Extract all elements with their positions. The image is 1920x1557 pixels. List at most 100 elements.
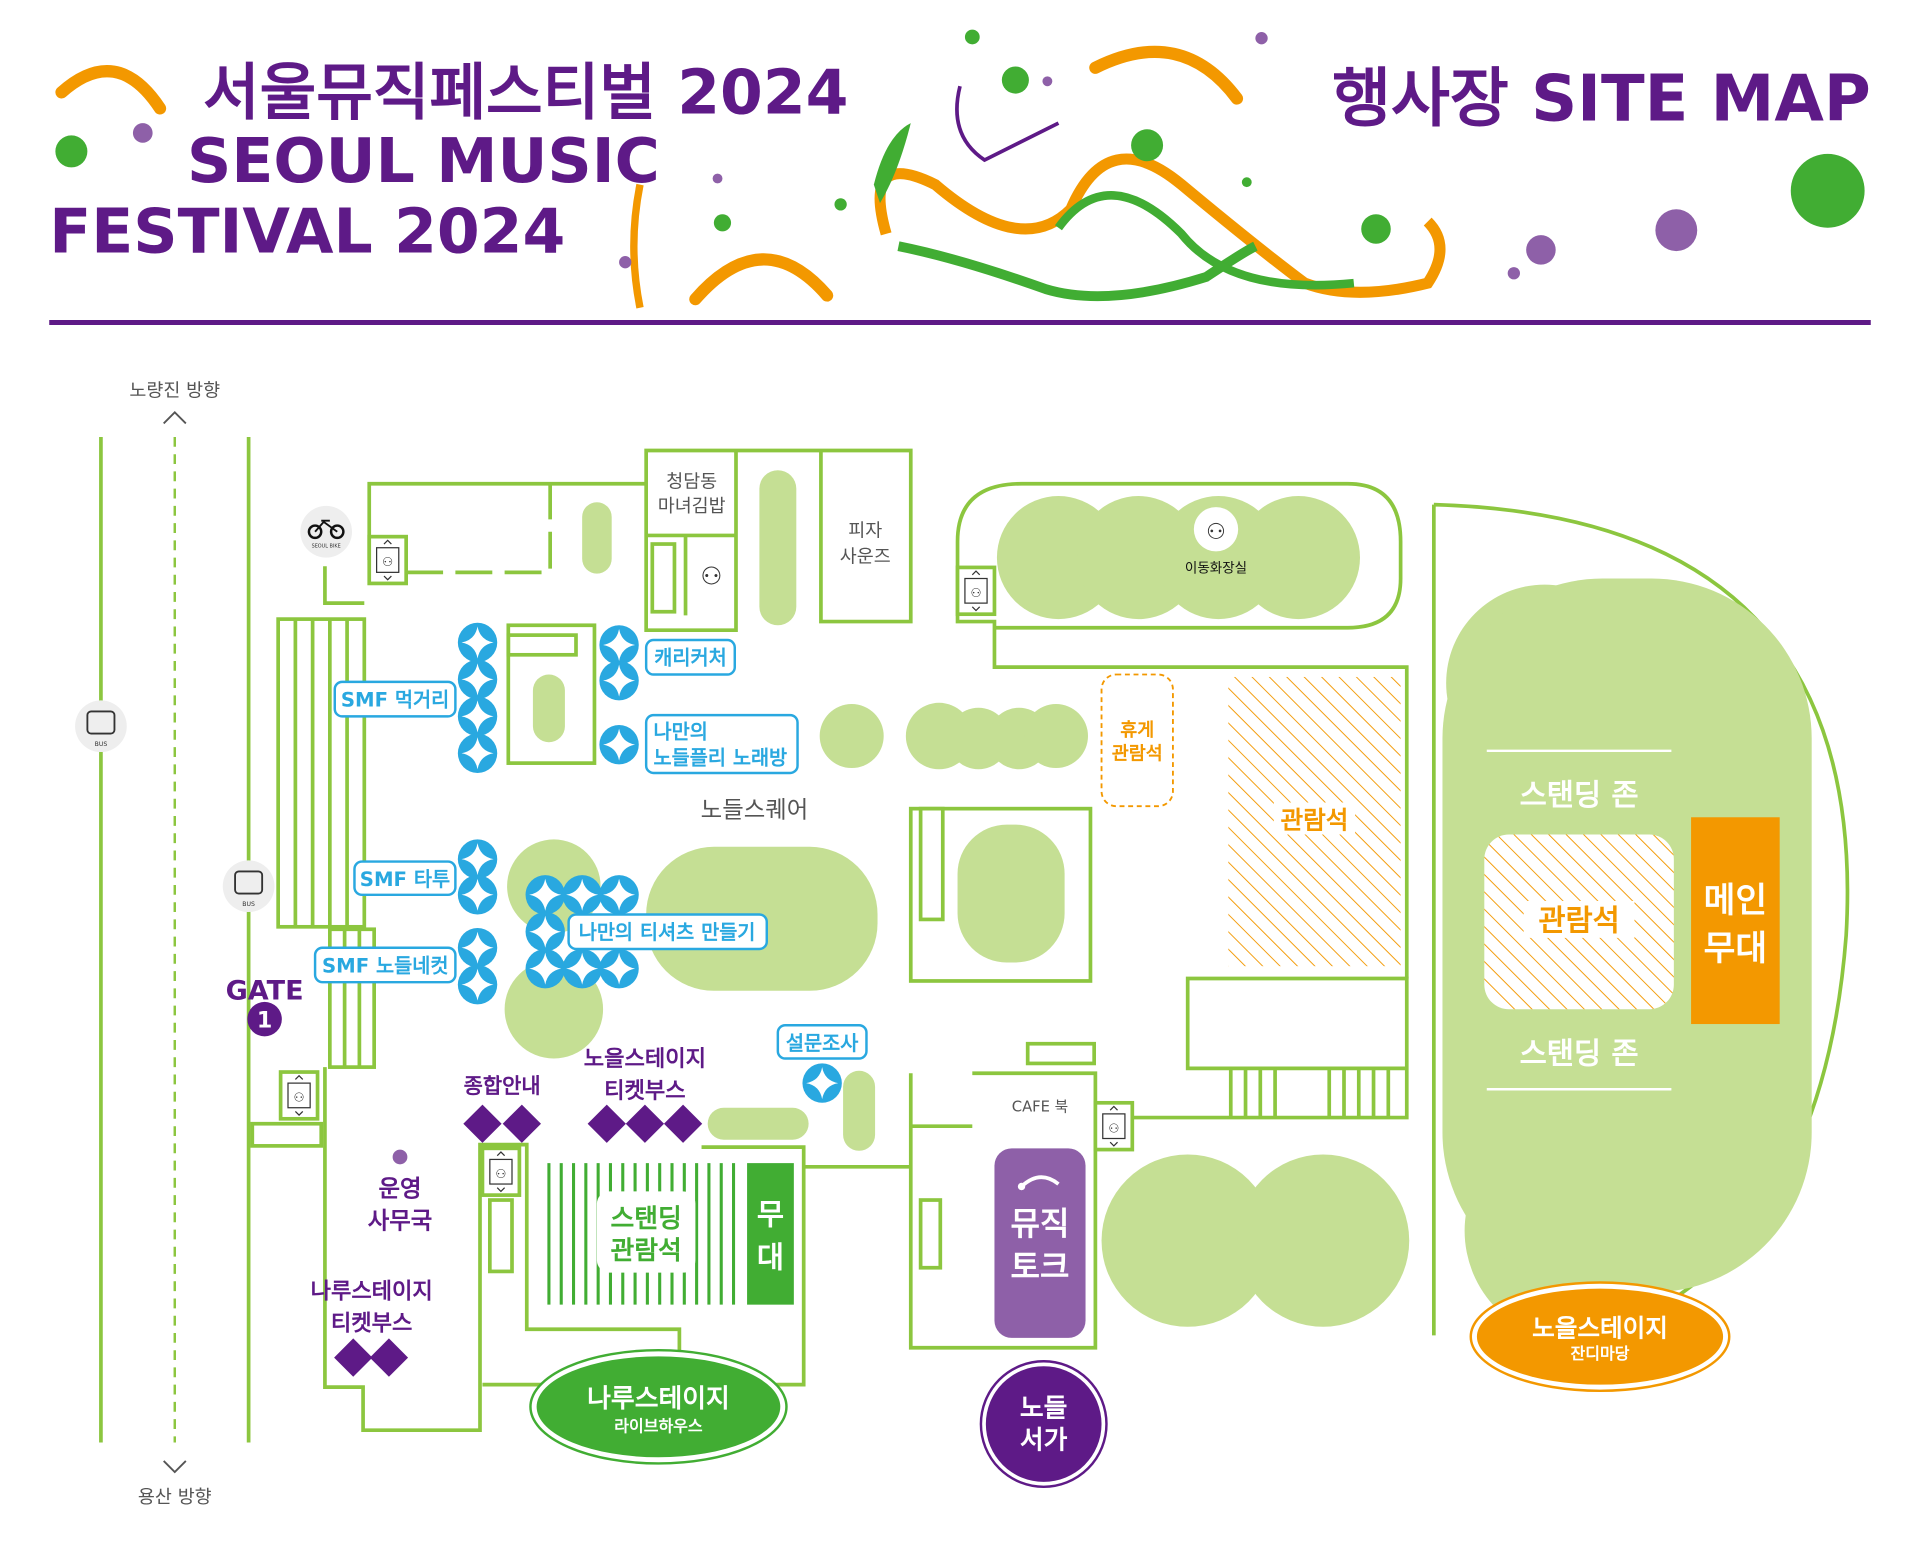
svg-text:캐리커처: 캐리커처 [654, 647, 726, 670]
svg-text:나만의 티셔츠 만들기: 나만의 티셔츠 만들기 [579, 921, 756, 944]
arrow-up-icon [163, 411, 187, 425]
star-booth-icon [525, 912, 565, 952]
naru-standing-label-2: 관람석 [611, 1236, 682, 1266]
main-seating: 관람석 [1484, 834, 1674, 1010]
diamond-icon [625, 1104, 665, 1143]
svg-text:잔디마당: 잔디마당 [1571, 1344, 1630, 1363]
festival-title-ko: 서울뮤직페스티벌 2024 [203, 56, 848, 128]
bus-stop-icon[interactable]: BUS [75, 700, 127, 753]
direction-south: 용산 방향 [138, 1487, 212, 1508]
booth-tattoo[interactable]: SMF 타투 [353, 860, 457, 897]
noeul-ticket-label-1: 노을스테이지 [584, 1046, 706, 1072]
svg-text:관람석: 관람석 [1538, 903, 1619, 937]
road [99, 411, 251, 1474]
standing-zone-top: 스탠딩 존 [1520, 778, 1639, 812]
bus-stop-icon[interactable]: BUS [222, 860, 275, 913]
svg-text:SMF 타투: SMF 타투 [360, 868, 450, 891]
kimbap-label-1: 청담동 [666, 471, 717, 492]
elevator-icon[interactable] [278, 1070, 320, 1121]
svg-text:BUS: BUS [242, 901, 255, 908]
svg-text:노들: 노들 [1020, 1394, 1068, 1424]
booth-photo[interactable]: SMF 노들네컷 [313, 946, 457, 984]
star-booth-icon [457, 928, 498, 968]
rest-seats-area: 휴게 관람석 [1100, 673, 1174, 808]
elevator-icon[interactable] [955, 565, 997, 617]
main-stage: 메인 무대 [1691, 817, 1780, 1025]
svg-text:BUS: BUS [95, 741, 108, 748]
svg-text:대: 대 [757, 1241, 784, 1275]
star-booth-icon [457, 839, 498, 879]
star-booth-icon [599, 948, 639, 989]
booth-food[interactable]: SMF 먹거리 [333, 680, 457, 718]
star-booth-icon [457, 733, 498, 773]
general-info-label: 종합안내 [464, 1074, 541, 1098]
star-booth-icon [525, 948, 565, 989]
seoul-bike-icon[interactable]: SEOUL BIKE [300, 505, 352, 558]
svg-text:설문조사: 설문조사 [786, 1032, 858, 1055]
naru-ticket-label-2: 티켓부스 [331, 1310, 412, 1336]
star-booth-icon [599, 660, 639, 701]
star-booth-icon [599, 724, 639, 765]
star-booth-icon [599, 625, 639, 665]
seating-area: 관람석 [1228, 676, 1401, 967]
svg-text:나만의: 나만의 [654, 720, 708, 743]
svg-text:메인: 메인 [1704, 881, 1767, 921]
restroom-icon[interactable]: ⚇ [1193, 507, 1239, 552]
elevator-icon[interactable] [1093, 1100, 1135, 1152]
nodeul-bookshelf[interactable]: 노들 서가 [979, 1360, 1108, 1489]
mobile-toilet-label: 이동화장실 [1185, 560, 1247, 576]
office-label-1: 운영 [378, 1174, 421, 1202]
svg-text:SMF 노들네컷: SMF 노들네컷 [322, 954, 449, 977]
naru-stage: 무 대 [747, 1163, 794, 1305]
booth-caricature[interactable]: 캐리커처 [644, 638, 736, 676]
svg-text:노들플리 노래방: 노들플리 노래방 [654, 746, 788, 769]
svg-text:관람석: 관람석 [1281, 805, 1349, 834]
svg-text:SEOUL BIKE: SEOUL BIKE [312, 544, 341, 550]
svg-text:SMF 먹거리: SMF 먹거리 [341, 688, 449, 711]
svg-text:1: 1 [257, 1008, 272, 1034]
booth-karaoke[interactable]: 나만의 노들플리 노래방 [644, 713, 799, 775]
naru-stage-badge[interactable]: 나루스테이지 라이브하우스 [529, 1348, 788, 1465]
svg-text:휴게: 휴게 [1120, 720, 1154, 741]
booth-tshirt[interactable]: 나만의 티셔츠 만들기 [567, 913, 768, 951]
office-label-2: 사무국 [368, 1206, 433, 1234]
svg-text:관람석: 관람석 [1112, 743, 1163, 764]
svg-text:노을스테이지: 노을스테이지 [1532, 1314, 1668, 1343]
star-booth-icon [457, 696, 498, 737]
diamond-icon [587, 1104, 626, 1143]
booth-survey[interactable]: 설문조사 [776, 1024, 868, 1060]
arrow-down-icon [163, 1460, 187, 1474]
pizza-label-2: 사운즈 [840, 546, 891, 567]
site-map-title: 행사장 SITE MAP [1332, 63, 1871, 137]
star-booth-icon [457, 622, 498, 663]
music-talk-icon [1020, 1175, 1060, 1188]
pizza-label-1: 피자 [848, 521, 882, 542]
diamond-icon [502, 1104, 541, 1143]
noeul-stage-badge[interactable]: 노을스테이지 잔디마당 [1469, 1281, 1731, 1393]
diamond-icon [463, 1104, 502, 1143]
direction-north: 노량진 방향 [129, 380, 220, 401]
cafe-label: CAFE 북 [1012, 1098, 1068, 1115]
svg-text:라이브하우스: 라이브하우스 [614, 1416, 703, 1435]
music-talk[interactable]: 뮤직 토크 [994, 1148, 1086, 1338]
star-booth-icon [457, 659, 498, 700]
header: 서울뮤직페스티벌 2024 SEOUL MUSIC FESTIVAL 2024 … [49, 29, 1871, 325]
elevator-icon[interactable] [480, 1146, 522, 1197]
decorative-illustration [55, 29, 1865, 309]
star-booth-icon [457, 964, 498, 1005]
naru-ticket-label-1: 나루스테이지 [311, 1278, 433, 1304]
svg-text:서가: 서가 [1020, 1426, 1068, 1456]
festival-title-en-line1: SEOUL MUSIC [187, 125, 660, 197]
restroom-icon[interactable]: ⚇ [700, 562, 722, 591]
elevator-icon[interactable] [367, 534, 408, 586]
naru-standing-area: 스탠딩 관람석 [547, 1163, 736, 1305]
standing-zone-bottom: 스탠딩 존 [1520, 1036, 1639, 1070]
festival-title-en-line2: FESTIVAL 2024 [49, 195, 565, 267]
star-booth-icon [562, 948, 602, 989]
gate-1[interactable]: GATE 1 [226, 975, 304, 1037]
kimbap-label-2: 마녀김밥 [658, 496, 726, 517]
diamond-icon [369, 1338, 409, 1377]
diamond-icon [334, 1338, 373, 1377]
star-booth-icon [802, 1063, 842, 1103]
